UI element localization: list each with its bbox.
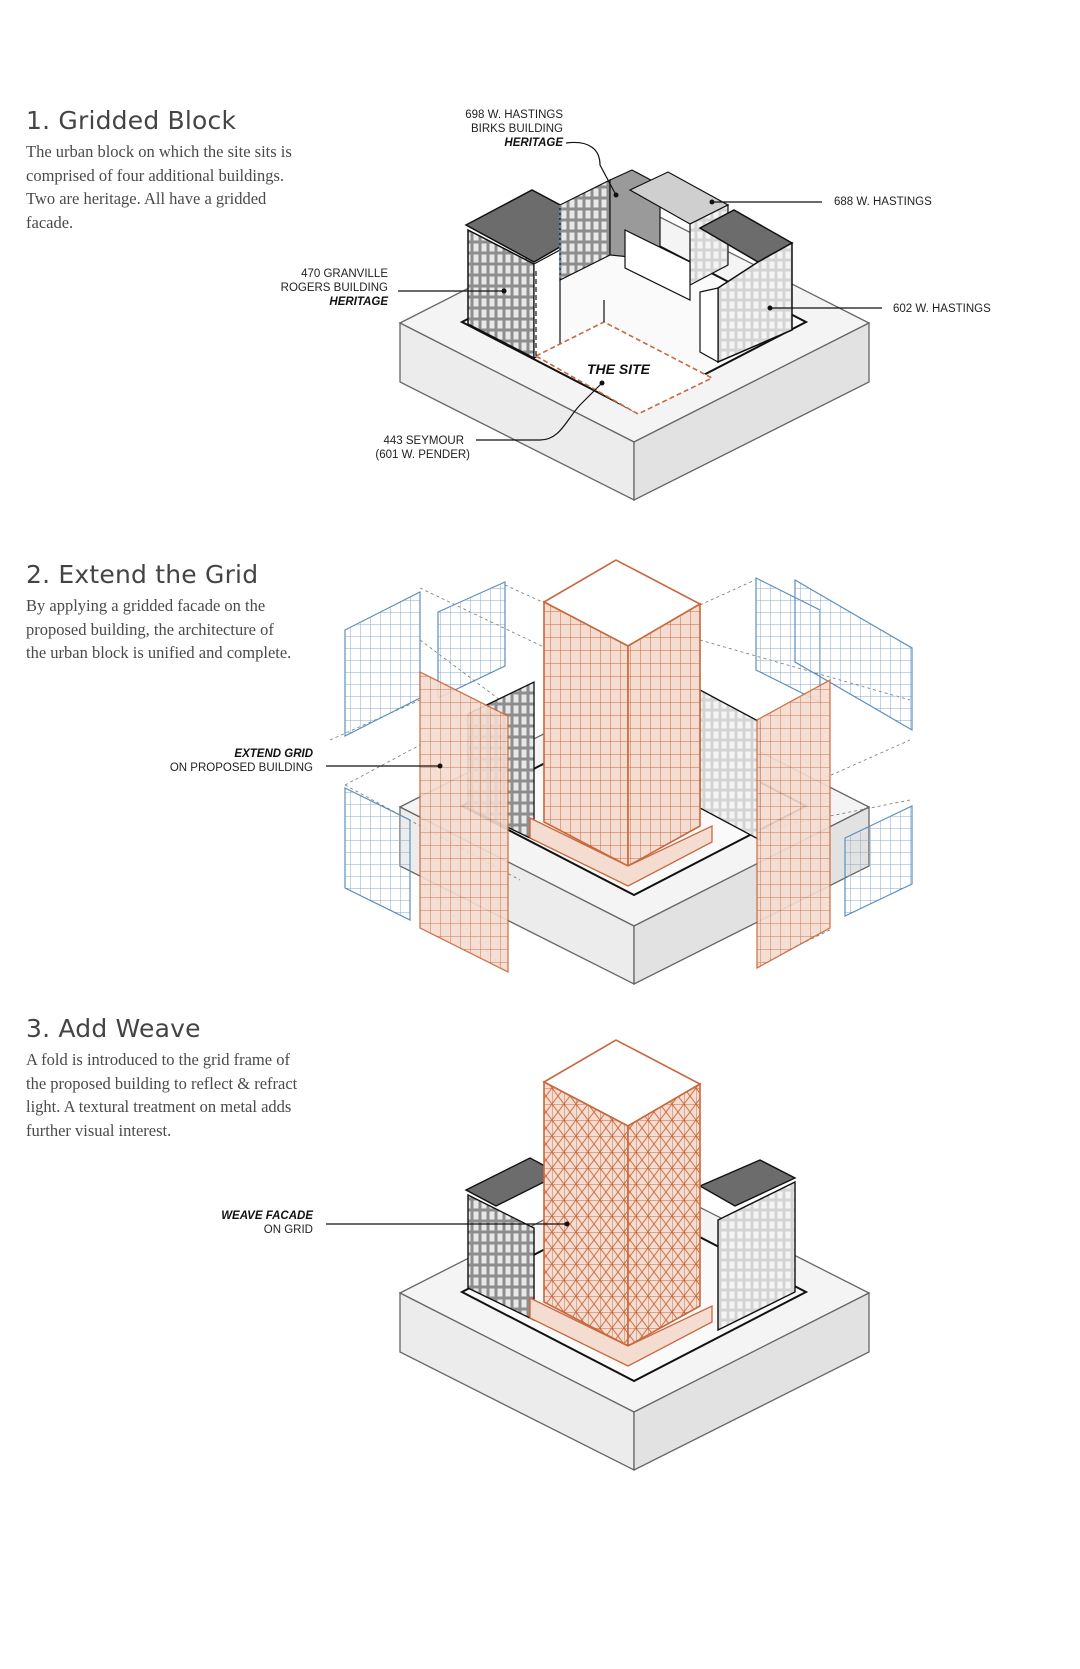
birks-label-line3: HERITAGE [504, 137, 563, 149]
section-3-description: A fold is introduced to the grid frame o… [26, 1050, 298, 1140]
site-footprint [534, 268, 714, 415]
section-2-heading: 2. Extend the Grid [26, 560, 259, 589]
w602-label: 602 W. HASTINGS [893, 303, 991, 315]
proposed-tower [529, 559, 713, 887]
section-1-description: The urban block on which the site sits i… [26, 142, 292, 232]
rogers-label-line1: 470 GRANVILLE [301, 268, 388, 280]
weave-tower [529, 1039, 713, 1367]
section-3-heading: 3. Add Weave [26, 1014, 201, 1043]
seymour-label-line2: (601 W. PENDER) [375, 449, 470, 461]
extend-label-line1: EXTEND GRID [234, 748, 313, 760]
weave-label-line2: ON GRID [264, 1224, 313, 1236]
weave-label-line1: WEAVE FACADE [221, 1210, 313, 1222]
section-1-heading: 1. Gridded Block [26, 106, 237, 135]
seymour-label-line1: 443 SEYMOUR [383, 435, 464, 447]
extend-label-line2: ON PROPOSED BUILDING [170, 762, 313, 774]
projection-lines [329, 579, 911, 971]
gridded-block-diagram: THE SITE 698 W. HASTINGS BIRKS BUILDING … [281, 109, 991, 502]
weave-existing-buildings [464, 1157, 797, 1332]
w602-building [698, 209, 794, 364]
rogers-label-line3: HERITAGE [329, 296, 388, 308]
existing-buildings [467, 680, 761, 842]
orange-grid-panels [419, 670, 831, 974]
weave-base-slab [398, 1173, 871, 1472]
rogers-label-line2: ROGERS BUILDING [281, 282, 388, 294]
seymour-leader [476, 382, 603, 441]
birks-leader [565, 141, 617, 196]
site-label: THE SITE [587, 361, 651, 377]
blue-grid-panels [344, 577, 913, 921]
w688-label: 688 W. HASTINGS [834, 196, 932, 208]
birks-label-line2: BIRKS BUILDING [471, 123, 563, 135]
birks-label-line1: 698 W. HASTINGS [465, 109, 563, 121]
extend-base-slab [398, 687, 871, 986]
w688-building [624, 171, 730, 301]
section-2-description: By applying a gridded facade on the prop… [26, 596, 292, 662]
